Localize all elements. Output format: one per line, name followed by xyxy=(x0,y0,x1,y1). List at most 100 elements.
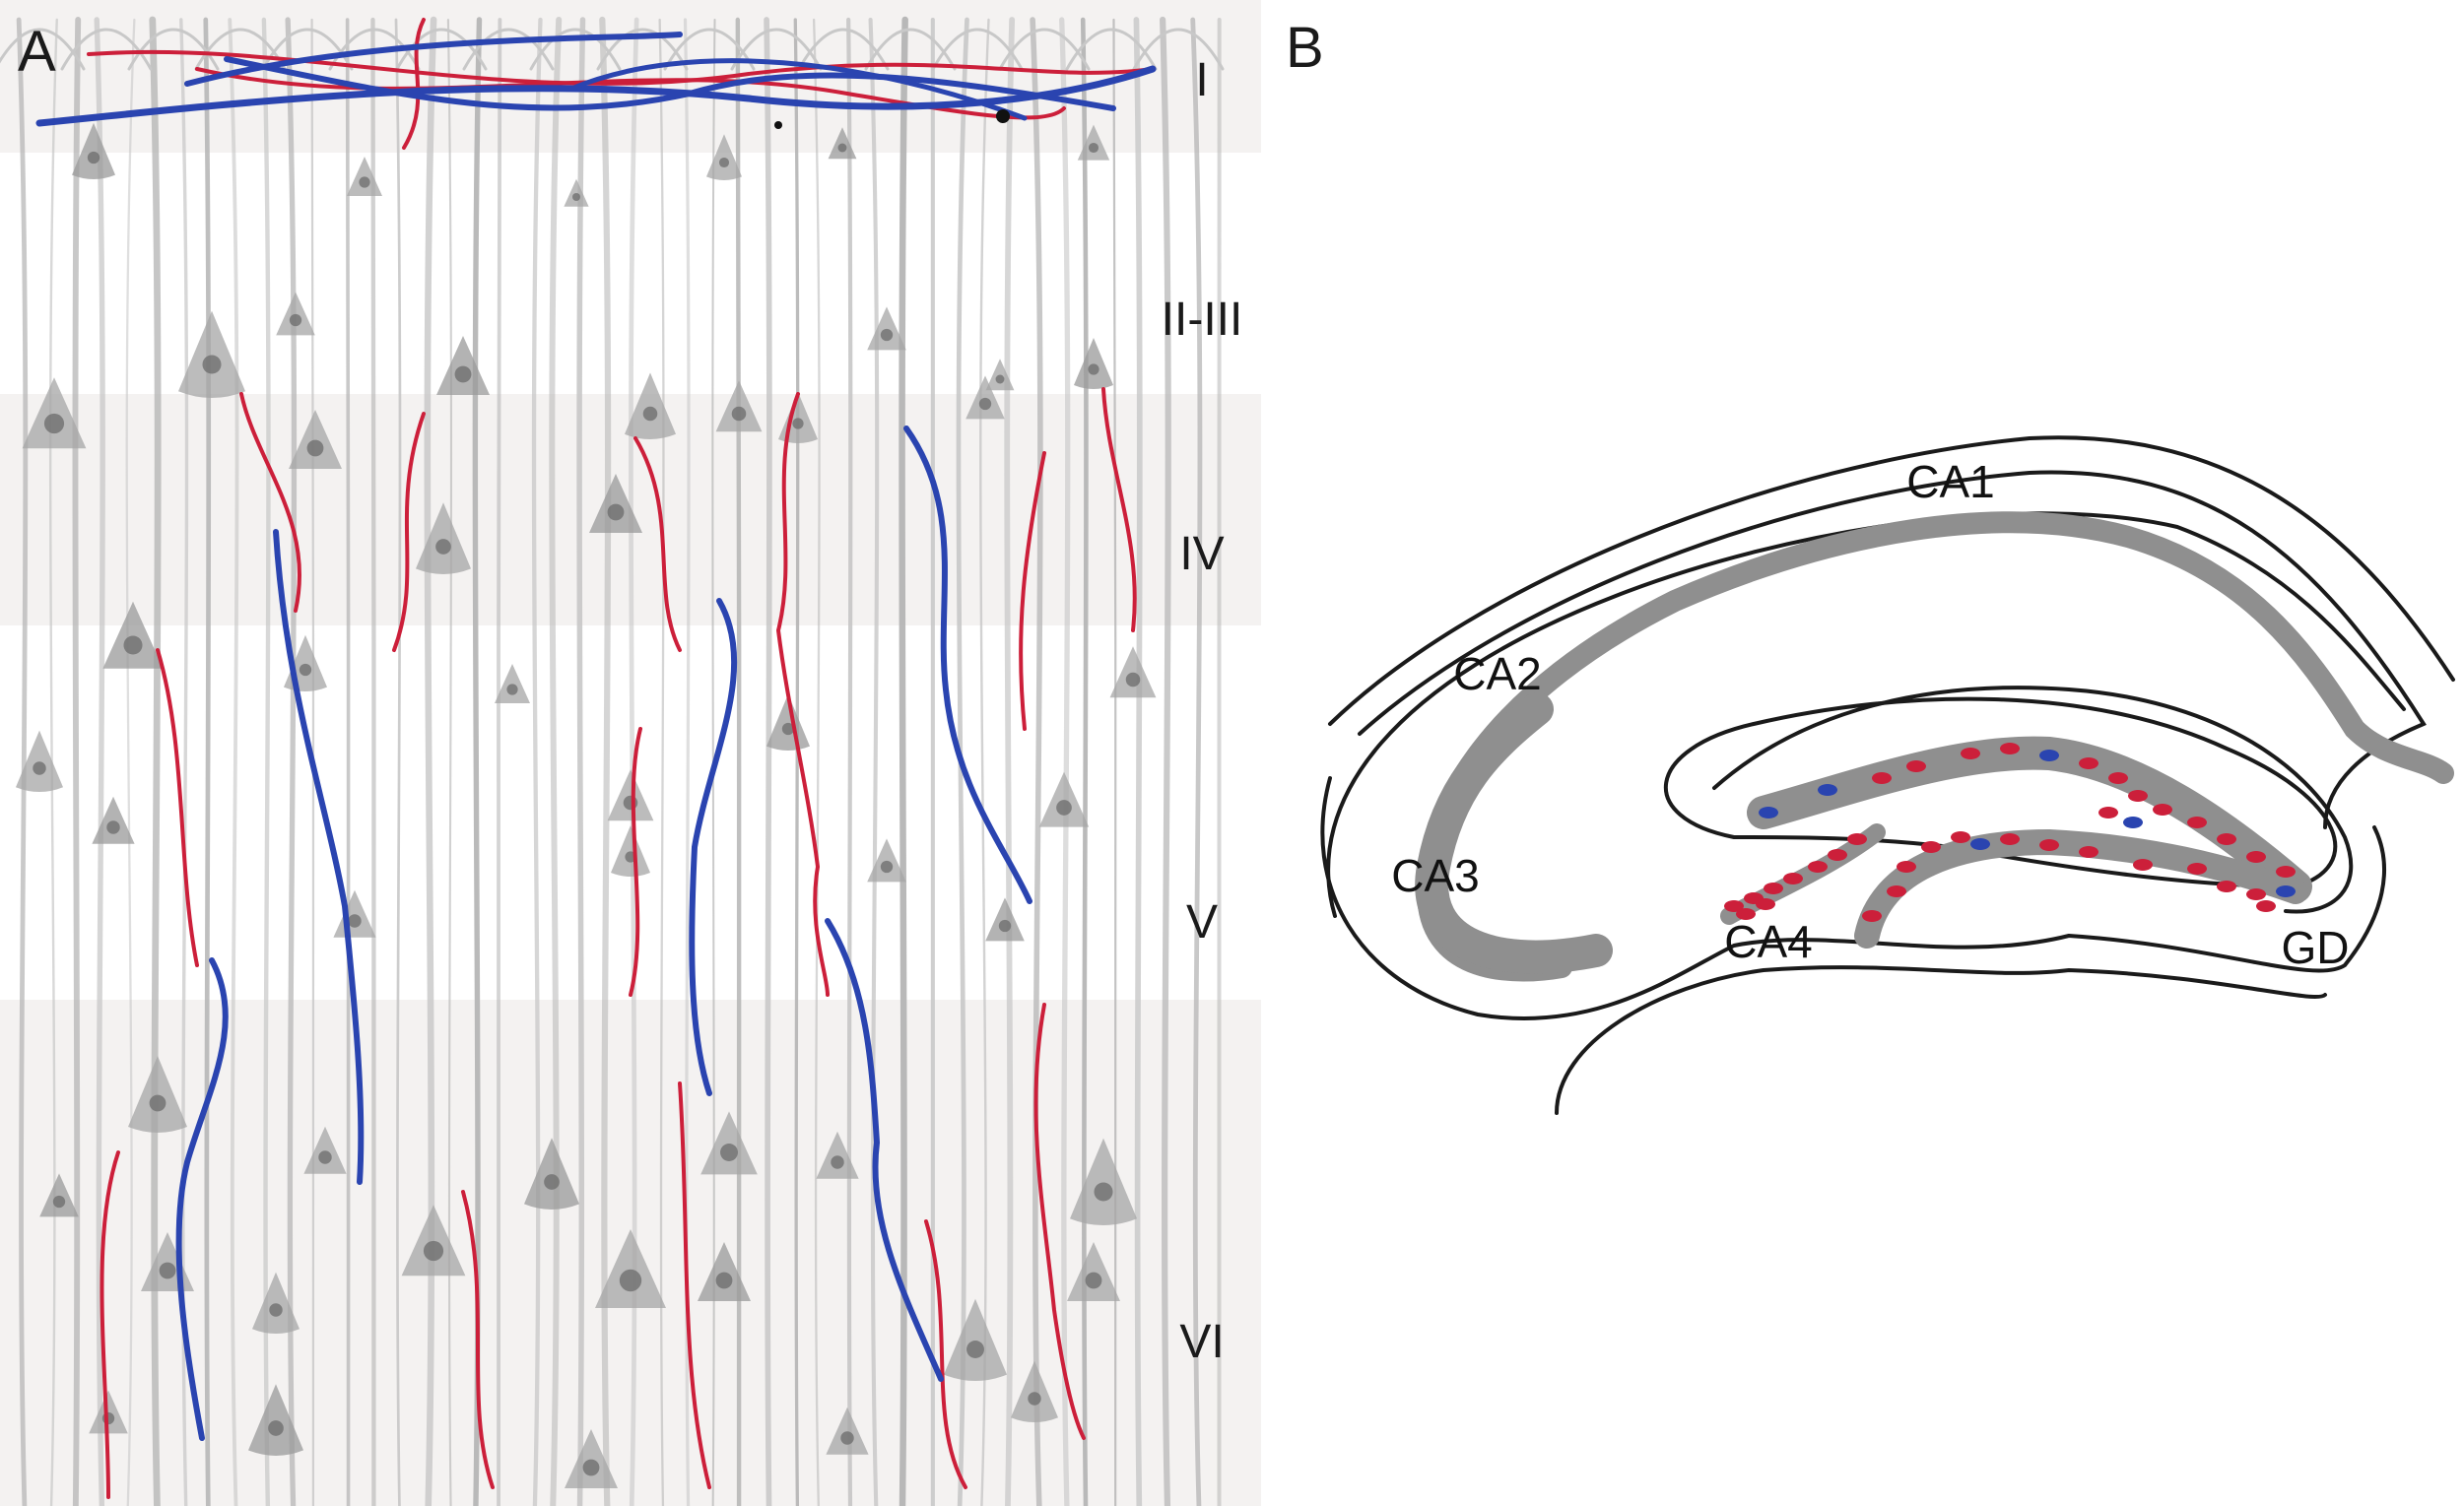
soma-dot xyxy=(996,109,1010,123)
red-cell-dot xyxy=(1764,883,1783,894)
neuron-soma xyxy=(589,474,642,533)
neuron-soma xyxy=(564,178,589,207)
red-fiber xyxy=(402,18,426,150)
dendrite xyxy=(1160,16,1171,1506)
red-cell-dot xyxy=(1961,748,1980,759)
neuron-soma xyxy=(303,1126,347,1174)
red-cell-dot xyxy=(1897,861,1916,873)
blue-cell-dot xyxy=(2276,885,2296,897)
neuron-soma xyxy=(22,377,87,449)
red-cell-dot xyxy=(2000,833,2020,845)
dendrite xyxy=(285,17,298,1506)
neuron-soma xyxy=(102,601,164,669)
dendrite xyxy=(424,16,437,1506)
dendrite xyxy=(868,17,880,1506)
neuron-soma xyxy=(252,1272,300,1334)
neuron-soma xyxy=(39,1173,79,1217)
dendrite xyxy=(228,18,239,1506)
region-label-ca3: CA3 xyxy=(1391,850,1479,901)
dendrite xyxy=(72,17,82,1506)
neuron-soma xyxy=(625,372,676,439)
neuron-soma xyxy=(698,1242,751,1301)
neuron-soma xyxy=(16,730,63,792)
dendrite xyxy=(531,17,543,1506)
dendrite xyxy=(1190,17,1203,1506)
neuron-soma xyxy=(128,1056,187,1133)
region-label-ca4: CA4 xyxy=(1724,916,1812,967)
layer-label-iv: IV xyxy=(1179,528,1224,580)
dendrite xyxy=(979,18,990,1506)
panel-a-cortex xyxy=(0,0,1261,1506)
neuron-soma xyxy=(72,122,115,179)
neuron-soma xyxy=(715,380,763,432)
neuron-soma xyxy=(867,306,906,351)
red-cell-dot xyxy=(2217,881,2236,892)
red-cell-dot xyxy=(2256,900,2276,912)
neuron-soma xyxy=(985,897,1025,942)
neuron-soma xyxy=(700,1111,758,1175)
neuron-soma xyxy=(1077,124,1110,161)
red-cell-dot xyxy=(1921,841,1941,853)
red-cell-dot xyxy=(1847,833,1867,845)
neuron-soma xyxy=(867,838,906,883)
dentate-gyrus-cell-dots xyxy=(1724,743,2296,922)
dendrite xyxy=(899,16,908,1506)
neuron-soma xyxy=(1067,1242,1120,1301)
neuron-soma xyxy=(1070,1138,1137,1225)
layer-label-vi: VI xyxy=(1179,1316,1224,1368)
neuron-soma xyxy=(966,375,1005,420)
neuron-soma xyxy=(276,292,315,336)
red-cell-dot xyxy=(2246,888,2266,900)
neuron-soma xyxy=(524,1138,579,1210)
dendrite xyxy=(711,19,716,1506)
red-cell-dot xyxy=(2153,804,2172,816)
panel-a-letter: A xyxy=(18,20,56,84)
dendrite xyxy=(956,17,969,1506)
red-cell-dot xyxy=(1724,900,1744,912)
dendrite xyxy=(764,17,772,1506)
neuron-soma xyxy=(248,1384,303,1456)
neuron-soma xyxy=(92,796,135,844)
layer-band-i xyxy=(0,0,1261,153)
red-cell-dot xyxy=(2246,851,2266,863)
layer-label-v: V xyxy=(1186,896,1218,949)
red-cell-dot xyxy=(1951,831,1970,843)
dendrite xyxy=(549,17,563,1506)
dendrite xyxy=(370,17,376,1506)
dendrite xyxy=(345,18,351,1506)
neuron-soma xyxy=(289,410,342,469)
dendrite xyxy=(446,18,453,1506)
vertical-blue-fibers xyxy=(175,426,1032,1441)
dendrite xyxy=(793,18,800,1506)
neuron-soma xyxy=(944,1298,1007,1381)
red-cell-dot xyxy=(1872,772,1892,784)
ca3-thick-segment xyxy=(1415,692,1613,974)
neuron-soma xyxy=(1038,771,1090,827)
inner-fold-outline xyxy=(1712,686,2354,914)
red-cell-dot xyxy=(2039,839,2059,851)
dendrite xyxy=(812,18,821,1506)
neuron-soma xyxy=(401,1205,466,1277)
gray-neuron-somata xyxy=(16,122,1157,1488)
neuron-soma xyxy=(436,336,490,395)
hippocampus-outline-bottom xyxy=(1320,776,2386,1020)
red-cell-dot xyxy=(2217,833,2236,845)
hippocampus-outline-middle xyxy=(1358,470,2427,829)
dendrite xyxy=(394,18,402,1506)
neuron-soma xyxy=(1109,646,1157,698)
red-cell-dot xyxy=(2000,743,2020,754)
dendrite-tuft xyxy=(1132,28,1225,71)
layer-label-i: I xyxy=(1195,54,1208,106)
red-cell-dot xyxy=(2098,807,2118,818)
red-cell-dot xyxy=(2079,757,2098,769)
blue-fiber xyxy=(568,58,1028,121)
blue-cell-dot xyxy=(2039,750,2059,761)
red-cell-dot xyxy=(1887,885,1906,897)
hippocampus-outline-base xyxy=(1555,965,2327,1115)
blue-cell-dot xyxy=(1970,838,1990,850)
dendrite xyxy=(125,18,136,1506)
dendrite xyxy=(576,17,586,1506)
dendrite xyxy=(1112,18,1117,1506)
panel-b-letter: B xyxy=(1286,16,1324,80)
